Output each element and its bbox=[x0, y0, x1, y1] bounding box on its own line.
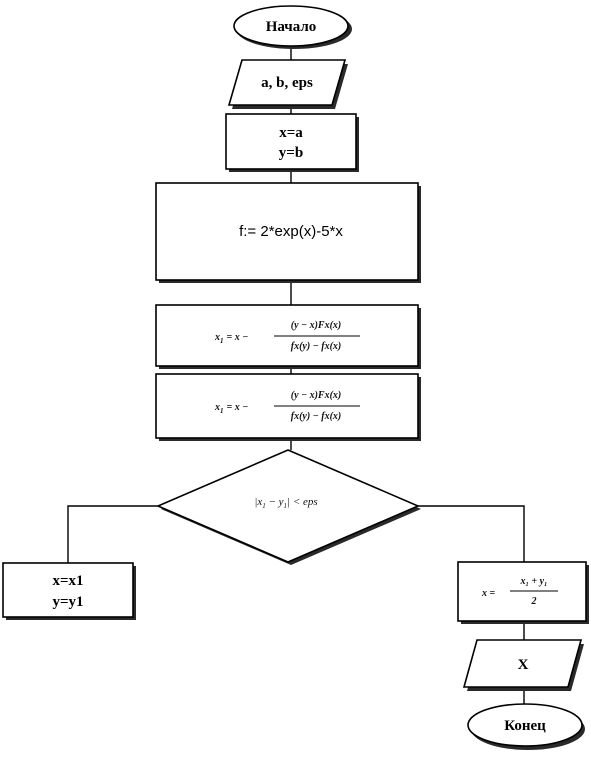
end-terminator: Конец bbox=[467, 703, 585, 750]
start-label: Начало bbox=[266, 19, 317, 35]
formula1-process: x1= x − (y − x)Fx(x) fx(y) − fx(x) bbox=[155, 304, 421, 369]
condition-label: |x1 − y1| < eps bbox=[254, 496, 317, 510]
result-numerator: x₁ + y₁ bbox=[519, 576, 547, 587]
formula2-lhs: x1= x − bbox=[214, 402, 248, 415]
formula2-process: x1= x − (y − x)Fx(x) fx(y) − fx(x) bbox=[155, 373, 421, 441]
formula2-numerator: (y − x)Fx(x) bbox=[291, 390, 342, 401]
result-process: x = x₁ + y₁ 2 bbox=[457, 561, 589, 624]
end-label: Конец bbox=[504, 718, 546, 734]
function-label: f:= 2*exp(x)-5*x bbox=[239, 223, 343, 240]
init-y-label: y=b bbox=[279, 145, 303, 161]
start-terminator: Начало bbox=[233, 5, 352, 49]
result-denominator: 2 bbox=[531, 596, 537, 607]
input-label: a, b, eps bbox=[261, 75, 313, 91]
condition-decision: |x1 − y1| < eps bbox=[155, 449, 421, 565]
input-parallelogram: a, b, eps bbox=[227, 59, 348, 109]
update-y-label: y=y1 bbox=[52, 594, 83, 610]
result-lhs: x = bbox=[481, 588, 496, 599]
init-x-label: x=a bbox=[279, 125, 303, 141]
formula1-denominator: fx(y) − fx(x) bbox=[291, 341, 341, 352]
init-process: x=a y=b bbox=[225, 113, 359, 172]
connector-condition-no bbox=[67, 505, 158, 563]
function-process: f:= 2*exp(x)-5*x bbox=[155, 182, 421, 283]
formula2-denominator: fx(y) − fx(x) bbox=[291, 411, 341, 422]
connector-condition-yes bbox=[418, 505, 525, 562]
formula1-lhs: x1= x − bbox=[214, 332, 248, 345]
formula1-numerator: (y − x)Fx(x) bbox=[291, 320, 342, 331]
update-process: x=x1 y=y1 bbox=[2, 562, 136, 620]
update-x-label: x=x1 bbox=[52, 573, 83, 589]
output-label: X bbox=[518, 657, 529, 673]
output-parallelogram: X bbox=[462, 639, 584, 691]
